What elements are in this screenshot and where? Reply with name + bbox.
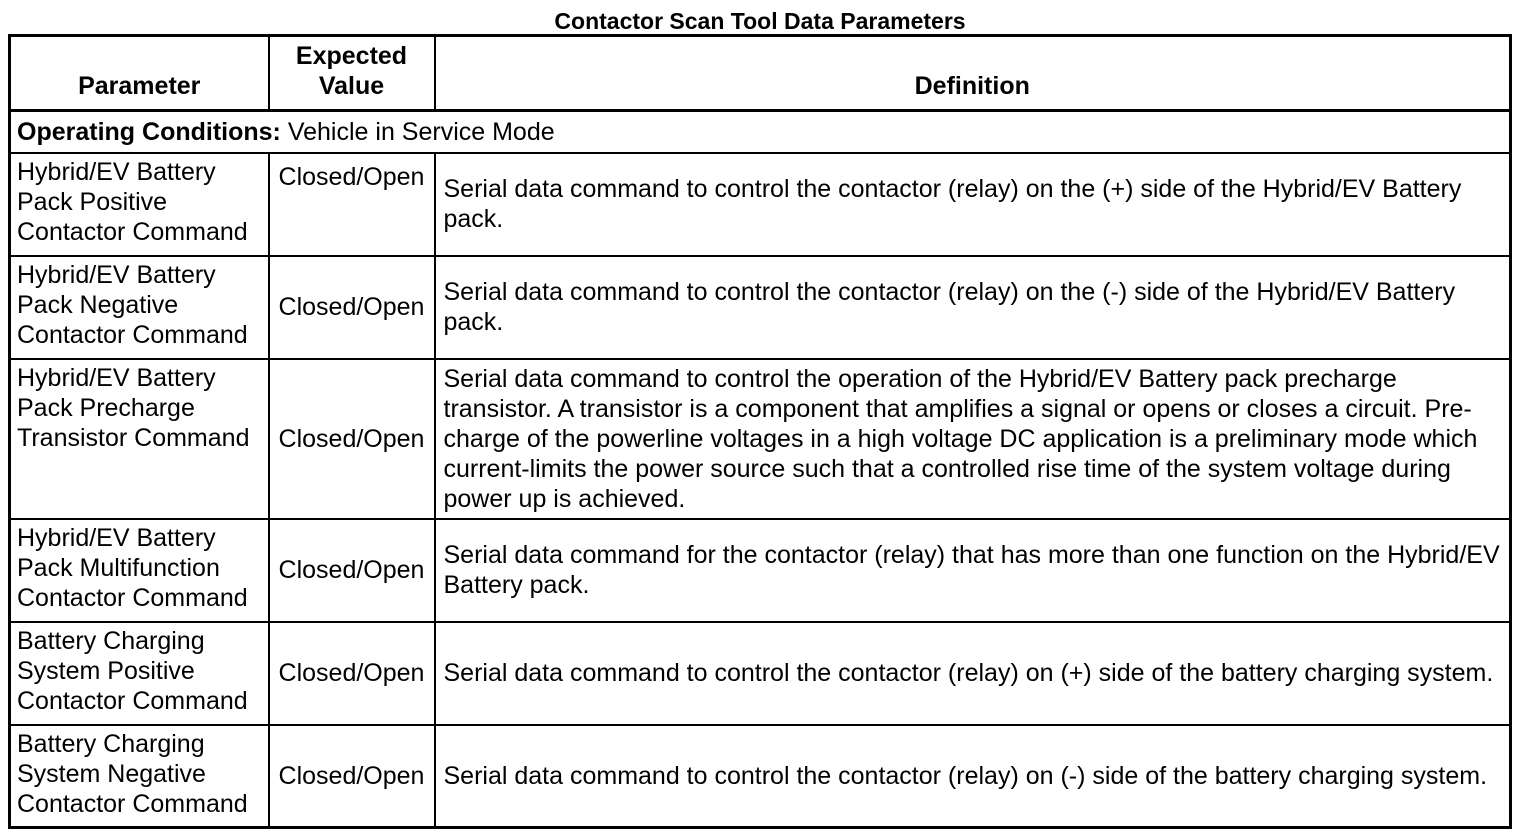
definition-cell: Serial data command to control the conta… xyxy=(433,620,1512,726)
expected-value-cell: Closed/Open xyxy=(267,723,436,829)
operating-conditions-value: Vehicle in Service Mode xyxy=(287,117,555,146)
table-row: Hybrid/EV Battery Pack Precharge Transis… xyxy=(8,357,1512,520)
table-row: Hybrid/EV Battery Pack Negative Contacto… xyxy=(8,254,1512,360)
table-row: Battery Charging System Negative Contact… xyxy=(8,723,1512,829)
header-cell-definition: Definition xyxy=(433,34,1512,112)
expected-value-cell: Closed/Open xyxy=(267,620,436,726)
expected-value-cell: Closed/Open xyxy=(267,254,436,360)
operating-conditions-row: Operating Conditions: Vehicle in Service… xyxy=(8,109,1512,154)
parameter-cell: Hybrid/EV Battery Pack Precharge Transis… xyxy=(8,357,270,520)
header-label-parameter: Parameter xyxy=(78,72,201,100)
expected-value-cell: Closed/Open xyxy=(267,151,436,257)
definition-cell: Serial data command to control the conta… xyxy=(433,151,1512,257)
header-cell-expected-value: Expected Value xyxy=(267,34,436,112)
parameters-table: Parameter Expected Value Definition Oper… xyxy=(8,34,1512,829)
definition-cell: Serial data command to control the conta… xyxy=(433,723,1512,829)
header-cell-parameter: Parameter xyxy=(8,34,270,112)
table-row: Hybrid/EV Battery Pack Positive Contacto… xyxy=(8,151,1512,257)
definition-cell: Serial data command to control the conta… xyxy=(433,254,1512,360)
expected-value-cell: Closed/Open xyxy=(267,357,436,520)
parameter-cell: Hybrid/EV Battery Pack Positive Contacto… xyxy=(8,151,270,257)
header-label-definition: Definition xyxy=(914,72,1030,100)
parameter-cell: Battery Charging System Positive Contact… xyxy=(8,620,270,726)
expected-value-cell: Closed/Open xyxy=(267,517,436,623)
table-row: Hybrid/EV Battery Pack Multifunction Con… xyxy=(8,517,1512,623)
definition-cell: Serial data command to control the opera… xyxy=(433,357,1512,520)
operating-conditions-label: Operating Conditions: xyxy=(17,117,281,146)
header-label-expected-value: Expected Value xyxy=(295,42,408,100)
parameter-cell: Hybrid/EV Battery Pack Negative Contacto… xyxy=(8,254,270,360)
table-header-row: Parameter Expected Value Definition xyxy=(8,34,1512,112)
operating-conditions-cell: Operating Conditions: Vehicle in Service… xyxy=(8,109,1512,154)
parameter-cell: Battery Charging System Negative Contact… xyxy=(8,723,270,829)
parameter-cell: Hybrid/EV Battery Pack Multifunction Con… xyxy=(8,517,270,623)
page-title: Contactor Scan Tool Data Parameters xyxy=(554,8,966,34)
table-row: Battery Charging System Positive Contact… xyxy=(8,620,1512,726)
definition-cell: Serial data command for the contactor (r… xyxy=(433,517,1512,623)
